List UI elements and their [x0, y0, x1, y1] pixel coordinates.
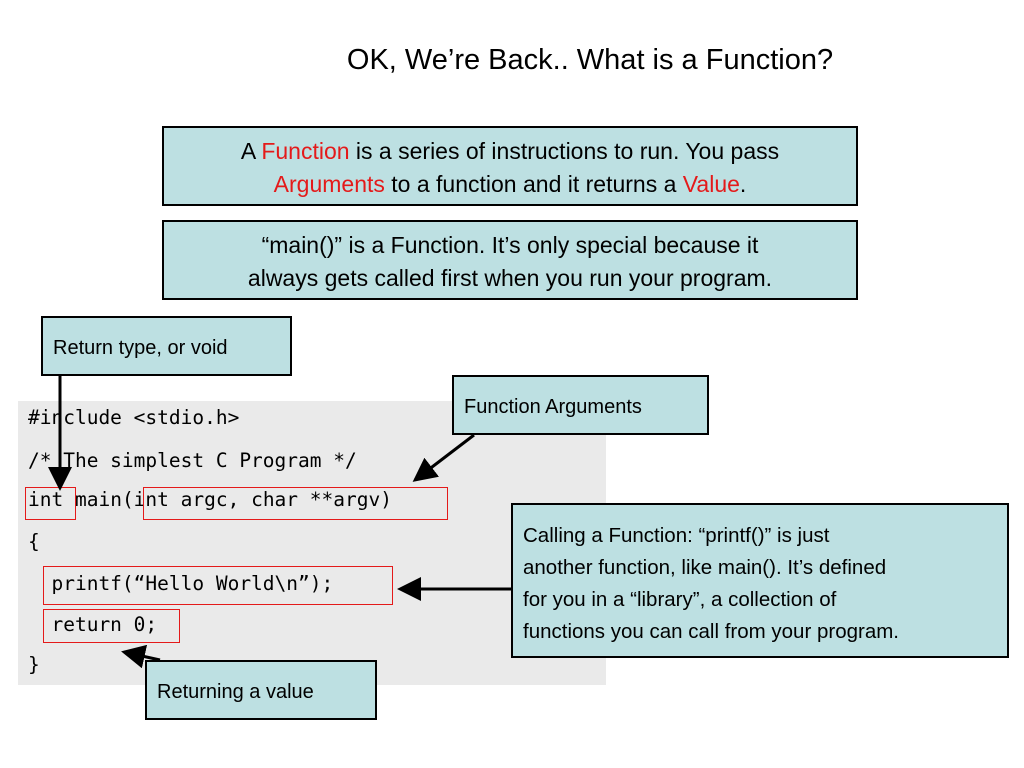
- definition-text-2: is a series of instructions to run. You …: [349, 138, 780, 164]
- return-type-callout: Return type, or void: [41, 316, 292, 376]
- returning-value-callout: Returning a value: [145, 660, 377, 720]
- arguments-arrow: [412, 433, 475, 482]
- main-box-line-1: “main()” is a Function. It’s only specia…: [261, 232, 759, 258]
- main-function-box: “main()” is a Function. It’s only specia…: [162, 220, 858, 300]
- function-arguments-callout: Function Arguments: [452, 375, 709, 435]
- definition-text-1: A: [240, 138, 262, 164]
- calling-line-3: for you in a “library”, a collection of: [523, 588, 837, 611]
- highlight-printf: [43, 566, 393, 605]
- calling-line-1: Calling a Function: “printf()” is just: [523, 524, 830, 547]
- code-line-include: #include <stdio.h>: [28, 406, 240, 429]
- calling-line-4: functions you can call from your program…: [523, 620, 899, 643]
- code-line-signature: int main(int argc, char **argv): [28, 488, 392, 512]
- code-line-return: return 0;: [28, 613, 158, 636]
- code-line-comment: /* The simplest C Program */: [28, 449, 357, 472]
- code-line-open-brace: {: [28, 530, 40, 553]
- code-function-name: main: [63, 488, 122, 511]
- definition-text-4: .: [739, 171, 747, 197]
- code-line-printf: printf(“Hello World\n”);: [28, 572, 334, 595]
- definition-term-function: Function: [261, 138, 350, 164]
- code-line-close-brace: }: [28, 653, 40, 676]
- slide-title: OK, We’re Back.. What is a Function?: [346, 44, 834, 76]
- definition-term-arguments: Arguments: [273, 171, 385, 197]
- code-return-type: int: [28, 488, 64, 511]
- highlight-arguments: [143, 487, 448, 520]
- calling-function-callout: Calling a Function: “printf()” is just a…: [511, 503, 1009, 658]
- highlight-return: [43, 609, 180, 643]
- code-function-args: (int argc, char **argv): [121, 488, 392, 511]
- definition-text-3: to a function and it returns a: [384, 171, 683, 197]
- definition-box: A Function is a series of instructions t…: [162, 126, 858, 206]
- definition-term-value: Value: [682, 171, 740, 197]
- code-block: [18, 401, 606, 685]
- calling-line-2: another function, like main(). It’s defi…: [523, 556, 887, 579]
- return-value-arrow: [121, 644, 161, 669]
- main-box-line-2: always gets called first when you run yo…: [247, 265, 773, 291]
